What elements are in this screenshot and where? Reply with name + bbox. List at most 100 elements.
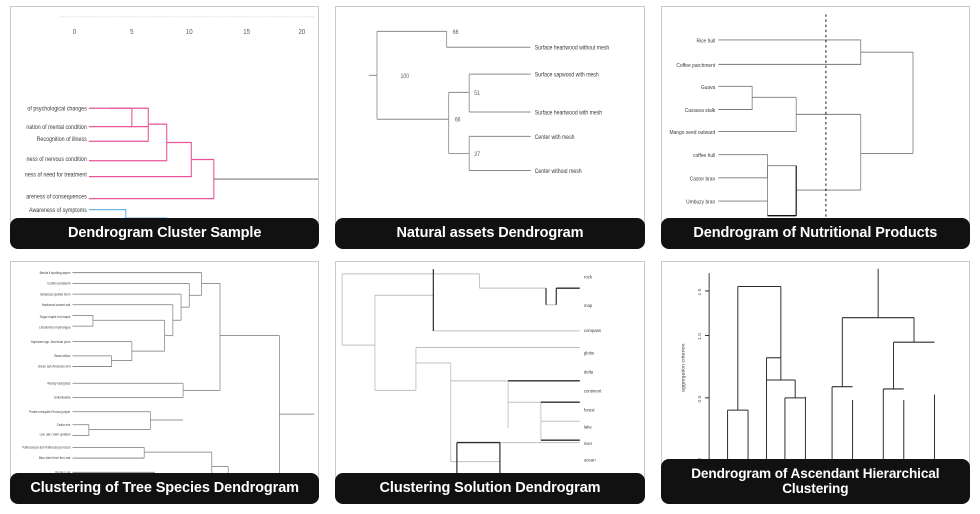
leaf-label-12: Cedar elm bbox=[57, 423, 71, 427]
xtick-3: 15 bbox=[243, 28, 250, 36]
leaf-label-2: Surface heartwood with mesh bbox=[535, 110, 602, 116]
leaf-label-2: compass bbox=[584, 328, 602, 333]
xtick-0: 0 bbox=[73, 28, 77, 36]
dendrogram-leaf-labels: Rice hull Coffee parchment Guava Cassava… bbox=[669, 38, 715, 206]
chart-dendrogram-nutritional-products: Rice hull Coffee parchment Guava Cassava… bbox=[669, 14, 914, 230]
leaf-label-1: Coffee parchment bbox=[676, 62, 715, 68]
leaf-label-6: Hopheam spp. American plum bbox=[31, 340, 71, 344]
leaf-label-15: Blue olive birch fern oak bbox=[39, 456, 71, 460]
dendrogram-branches-dark bbox=[433, 269, 581, 488]
leaf-label-13: Live oak / bark updated bbox=[40, 432, 71, 436]
node-value-4: 37 bbox=[475, 152, 481, 158]
dendrogram-branches bbox=[726, 268, 935, 461]
leaf-label-5: coffee hull bbox=[693, 153, 715, 159]
leaf-label-2: Guava bbox=[700, 84, 714, 90]
leaf-label-0: Surface heartwood without mesh bbox=[535, 45, 609, 51]
card-natural-assets-dendrogram[interactable]: 66 100 51 66 37 Surface heartwood withou… bbox=[335, 6, 645, 249]
leaf-label-0: of psychological changes bbox=[27, 106, 86, 112]
plot-clustering-tree-species-dendrogram: Betula lf spotting aspen Conifer persist… bbox=[10, 261, 320, 489]
leaf-label-8: Green ash American elm bbox=[38, 365, 71, 369]
chart-clustering-solution-dendrogram: rock map compass globe delta continent f… bbox=[342, 269, 602, 488]
y-axis-label: aggregation criterion bbox=[680, 343, 686, 392]
ytick-1: 0.5 bbox=[697, 395, 703, 402]
leaf-label-8: river bbox=[584, 441, 593, 446]
plot-dendrogram-nutritional-products: Rice hull Coffee parchment Guava Cassava… bbox=[660, 6, 970, 234]
leaf-label-5: Liriodendron hydrangea bbox=[39, 325, 70, 329]
leaf-label-1: map bbox=[584, 303, 593, 308]
leaf-label-0: Rice hull bbox=[696, 38, 715, 44]
dendrogram-leaf-labels: Surface heartwood without mesh Surface s… bbox=[535, 45, 609, 175]
leaf-label-3: Center with mesh bbox=[535, 134, 575, 140]
dendrogram-leaf-labels: Betula lf spotting aspen Conifer persist… bbox=[22, 271, 71, 488]
leaf-label-7: Umbuzy bran bbox=[686, 199, 715, 205]
leaf-label-4: ness of need for treatment bbox=[25, 172, 87, 178]
card-dendrogram-ascendant-hierarchical-clustering[interactable]: 0.0 0.5 1.0 1.5 aggregation criterion bbox=[660, 261, 970, 504]
node-value-1: 100 bbox=[401, 73, 410, 79]
node-value-3: 66 bbox=[455, 117, 461, 123]
dendrogram-dark-subbranch bbox=[767, 165, 797, 217]
dendrogram-leaf-labels: rock map compass globe delta continent f… bbox=[584, 274, 602, 478]
dendrogram-branches bbox=[369, 30, 531, 172]
caption-dendrogram-cluster-sample: Dendrogram Cluster Sample bbox=[10, 217, 320, 249]
plot-dendrogram-cluster-sample: 0 5 10 15 20 of psychological changes na… bbox=[10, 6, 320, 234]
leaf-label-10: Umbellularia bbox=[54, 395, 71, 399]
leaf-label-5: areness of consequences bbox=[26, 194, 87, 200]
dendrogram-branches bbox=[72, 272, 315, 488]
xtick-1: 5 bbox=[130, 28, 134, 36]
leaf-label-14: Pathocarpus ash Pathocarpus locust bbox=[22, 445, 70, 449]
leaf-label-9: ocean bbox=[584, 457, 596, 462]
node-value-2: 51 bbox=[475, 91, 481, 97]
leaf-label-1: Conifer persistent bbox=[47, 281, 70, 285]
plot-clustering-solution-dendrogram: rock map compass globe delta continent f… bbox=[335, 261, 645, 489]
plot-natural-assets-dendrogram: 66 100 51 66 37 Surface heartwood withou… bbox=[335, 6, 645, 234]
caption-clustering-tree-species-dendrogram: Clustering of Tree Species Dendrogram bbox=[10, 472, 320, 504]
card-dendrogram-cluster-sample[interactable]: 0 5 10 15 20 of psychological changes na… bbox=[10, 6, 320, 249]
leaf-label-4: Sugar maple red maple bbox=[40, 315, 71, 319]
caption-clustering-solution-dendrogram: Clustering Solution Dendrogram bbox=[335, 472, 645, 504]
caption-natural-assets-dendrogram: Natural assets Dendrogram bbox=[335, 217, 645, 249]
card-clustering-tree-species-dendrogram[interactable]: Betula lf spotting aspen Conifer persist… bbox=[10, 261, 320, 504]
xtick-2: 10 bbox=[186, 28, 193, 36]
leaf-label-3: Cassava stalk bbox=[684, 108, 715, 114]
chart-dendrogram-cluster-sample: 0 5 10 15 20 of psychological changes na… bbox=[25, 16, 319, 233]
leaf-label-3: globe bbox=[584, 350, 595, 355]
leaf-label-11: Prairie mesquite Prunus juniper bbox=[29, 410, 71, 414]
leaf-label-5: continent bbox=[584, 388, 602, 393]
xtick-4: 20 bbox=[299, 28, 306, 36]
leaf-label-1: nation of mental condition bbox=[26, 125, 87, 131]
leaf-label-3: Hardwood scarlet oak bbox=[42, 303, 71, 307]
card-dendrogram-nutritional-products[interactable]: Rice hull Coffee parchment Guava Cassava… bbox=[660, 6, 970, 249]
dendrogram-branches-pink bbox=[88, 107, 215, 200]
leaf-label-6: forest bbox=[584, 407, 595, 412]
node-value-0: 66 bbox=[453, 30, 459, 36]
ytick-2: 1.0 bbox=[697, 333, 703, 340]
dendrogram-branches-light bbox=[342, 273, 581, 463]
leaf-label-4: delta bbox=[584, 369, 594, 374]
x-axis-top: 0 5 10 15 20 bbox=[60, 16, 315, 36]
caption-dendrogram-nutritional-products: Dendrogram of Nutritional Products bbox=[660, 217, 970, 249]
plot-dendrogram-ascendant-hierarchical-clustering: 0.0 0.5 1.0 1.5 aggregation criterion bbox=[660, 261, 970, 475]
dendrogram-leaf-labels: of psychological changes nation of menta… bbox=[25, 106, 87, 230]
leaf-label-6: Castor bran bbox=[689, 176, 715, 182]
chart-dendrogram-ascendant-hierarchical-clustering: 0.0 0.5 1.0 1.5 aggregation criterion bbox=[680, 268, 935, 465]
leaf-label-0: rock bbox=[584, 274, 593, 279]
leaf-label-6: Awareness of symptoms bbox=[29, 208, 87, 214]
leaf-label-2: Recognition of illness bbox=[37, 137, 87, 143]
leaf-label-1: Surface sapwood with mesh bbox=[535, 72, 599, 78]
leaf-label-16: Bunker oak bbox=[55, 470, 70, 474]
chart-natural-assets-dendrogram: 66 100 51 66 37 Surface heartwood withou… bbox=[369, 30, 610, 175]
leaf-label-9: Woody beargrass bbox=[47, 381, 70, 385]
leaf-label-2: Botanical spotted birch bbox=[40, 292, 70, 296]
leaf-label-0: Betula lf spotting aspen bbox=[40, 271, 71, 275]
leaf-label-4: Mango seed outward bbox=[669, 130, 715, 136]
caption-dendrogram-ascendant-hierarchical-clustering: Dendrogram of Ascendant Hierarchical Clu… bbox=[660, 458, 970, 504]
dendrogram-branches bbox=[718, 39, 914, 217]
card-clustering-solution-dendrogram[interactable]: rock map compass globe delta continent f… bbox=[335, 261, 645, 504]
leaf-label-3: ness of nervous condition bbox=[27, 156, 87, 162]
ytick-3: 1.5 bbox=[697, 288, 703, 295]
y-axis: 0.0 0.5 1.0 1.5 aggregation criterion bbox=[680, 273, 710, 465]
dendrogram-node-values: 66 100 51 66 37 bbox=[401, 30, 480, 159]
chart-clustering-tree-species-dendrogram: Betula lf spotting aspen Conifer persist… bbox=[22, 271, 315, 488]
leaf-label-4: Center without mesh bbox=[535, 169, 582, 175]
